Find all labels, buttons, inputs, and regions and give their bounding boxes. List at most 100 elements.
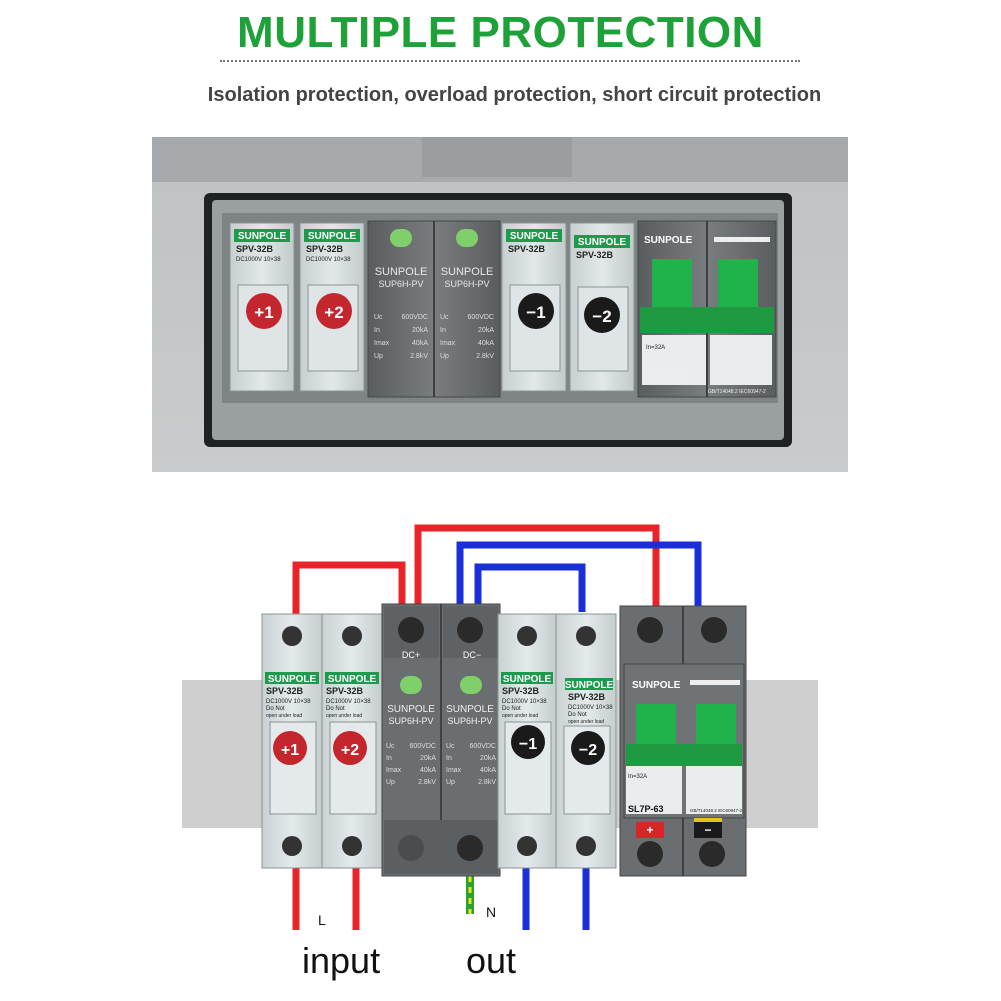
page-subtitle: Isolation protection, overload protectio… [207,84,822,106]
svg-text:600VDC: 600VDC [410,743,436,750]
product-photo: SUNPOLE SPV-32B DC1000V 10×38 +1 SUNPOLE… [152,137,848,472]
svg-text:DC1000V 10×38: DC1000V 10×38 [236,257,281,263]
svg-text:GB/T14048.2 IEC60947-2: GB/T14048.2 IEC60947-2 [690,808,743,813]
svg-text:SUP6H-PV: SUP6H-PV [447,716,492,726]
svg-text:In=32A: In=32A [646,345,665,351]
photo-fuse-plus2: SUNPOLE SPV-32B DC1000V 10×38 +2 [299,222,365,392]
svg-text:−2: −2 [579,742,597,759]
svg-text:SPV-32B: SPV-32B [508,244,546,254]
wiring-diagram: SUNPOLE SPV-32B DC1000V 10×38 Do Not ope… [182,524,818,930]
svg-text:+2: +2 [324,303,343,322]
svg-text:2.8kV: 2.8kV [410,353,428,360]
svg-text:SPV-32B: SPV-32B [236,244,274,254]
svg-text:open under load: open under load [568,719,604,725]
svg-text:Up: Up [374,353,383,360]
svg-text:600VDC: 600VDC [468,314,494,321]
svg-text:Do Not: Do Not [326,706,345,712]
svg-text:40kA: 40kA [478,340,494,347]
svg-text:40kA: 40kA [480,767,496,774]
svg-text:DC1000V 10×38: DC1000V 10×38 [326,699,371,705]
wire-red-left [292,561,406,615]
svg-text:SUP6H-PV: SUP6H-PV [388,716,433,726]
svg-text:SUP6H-PV: SUP6H-PV [444,279,489,289]
diagram-fuse-plus1: SUNPOLE SPV-32B DC1000V 10×38 Do Not ope… [261,613,323,869]
svg-text:Imax: Imax [374,340,390,347]
svg-text:600VDC: 600VDC [402,314,428,321]
diagram-fuse-minus2: SUNPOLE SPV-32B DC1000V 10×38 Do Not ope… [555,613,617,869]
svg-text:SPV-32B: SPV-32B [502,686,540,696]
photo-fuse-brand: SUNPOLE [238,231,287,242]
svg-text:Imax: Imax [386,767,402,774]
breaker-plus-label: + [646,823,653,837]
svg-text:Do Not: Do Not [266,706,285,712]
svg-text:SL7P-63: SL7P-63 [646,371,682,381]
svg-text:open under load: open under load [502,713,538,719]
svg-text:SUNPOLE: SUNPOLE [268,674,317,685]
svg-text:SUNPOLE: SUNPOLE [441,266,494,278]
svg-text:In: In [446,755,452,762]
svg-text:DC1000V 10×38: DC1000V 10×38 [306,257,351,263]
svg-text:+2: +2 [341,742,359,759]
label-out: out [466,940,517,981]
photo-circuit-breaker: SUNPOLE In=32A SL7P-63 GB/T14048.2 IEC60… [637,220,777,398]
svg-text:SPV-32B: SPV-32B [326,686,364,696]
svg-text:Uc: Uc [374,314,383,321]
svg-text:SUNPOLE: SUNPOLE [446,704,494,715]
svg-text:SPV-32B: SPV-32B [568,692,606,702]
wire-red-top [414,524,660,610]
svg-text:DC1000V 10×38: DC1000V 10×38 [568,705,613,711]
diagram-fuse-plus2: SUNPOLE SPV-32B DC1000V 10×38 Do Not ope… [321,613,383,869]
svg-text:Up: Up [446,779,455,786]
svg-text:In: In [374,327,380,334]
svg-text:GB/T14048.2 IEC60947-2: GB/T14048.2 IEC60947-2 [708,389,766,395]
page-title: MULTIPLE PROTECTION [237,8,764,57]
svg-text:SUNPOLE: SUNPOLE [328,674,377,685]
label-N: N [486,904,497,920]
photo-fuse-minus2: SUNPOLE SPV-32B −2 [569,222,635,392]
svg-text:DC1000V 10×38: DC1000V 10×38 [266,699,311,705]
dc-minus-label: DC− [463,650,481,660]
svg-text:SUNPOLE: SUNPOLE [375,266,428,278]
svg-text:Imax: Imax [446,767,462,774]
svg-text:20kA: 20kA [412,327,428,334]
svg-text:−2: −2 [592,307,611,326]
svg-text:SPV-32B: SPV-32B [306,244,344,254]
svg-text:SUP6H-PV: SUP6H-PV [378,279,423,289]
svg-text:Imax: Imax [440,340,456,347]
wire-blue-inner [474,563,586,612]
label-L: L [318,912,326,928]
wire-blue-top [456,541,702,612]
svg-text:SUNPOLE: SUNPOLE [632,680,681,691]
svg-text:Up: Up [440,353,449,360]
svg-text:SL7P-63: SL7P-63 [628,804,664,814]
svg-text:SUNPOLE: SUNPOLE [565,680,614,691]
svg-text:Up: Up [386,779,395,786]
svg-text:In: In [386,755,392,762]
svg-text:+1: +1 [281,742,299,759]
svg-text:SUNPOLE: SUNPOLE [578,237,627,248]
svg-text:SUNPOLE: SUNPOLE [308,231,357,242]
svg-text:Uc: Uc [446,743,455,750]
svg-text:2.8kV: 2.8kV [476,353,494,360]
svg-text:SUNPOLE: SUNPOLE [510,231,559,242]
svg-text:In: In [440,327,446,334]
label-input: input [302,940,381,981]
photo-fuse-minus1: SUNPOLE SPV-32B −1 [501,222,567,392]
svg-text:600VDC: 600VDC [470,743,496,750]
svg-text:−1: −1 [526,303,545,322]
diagram-circuit-breaker: SUNPOLE In=32A SL7P-63 GB/T14048.2 IEC60… [619,605,747,877]
svg-text:open under load: open under load [266,713,302,719]
svg-text:20kA: 20kA [420,755,436,762]
svg-text:SUNPOLE: SUNPOLE [387,704,435,715]
svg-text:SPV-32B: SPV-32B [266,686,304,696]
breaker-minus-label: − [704,823,711,837]
svg-text:Uc: Uc [386,743,395,750]
diagram-surge-protector: DC+ DC− SUNPOLE SUNPOLE SUP6H-PV SUP6H-P… [381,603,501,877]
svg-text:−1: −1 [519,736,537,753]
svg-text:DC1000V 10×38: DC1000V 10×38 [502,699,547,705]
svg-text:SUNPOLE: SUNPOLE [503,674,552,685]
svg-text:20kA: 20kA [478,327,494,334]
svg-text:Do Not: Do Not [568,712,587,718]
svg-text:40kA: 40kA [420,767,436,774]
diagram-fuse-minus1: SUNPOLE SPV-32B DC1000V 10×38 Do Not ope… [497,613,557,869]
